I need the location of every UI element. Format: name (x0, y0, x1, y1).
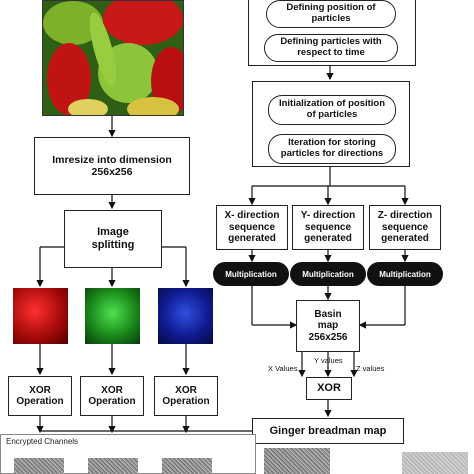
label-y-values: Y values (314, 356, 343, 365)
pill-initialization: Initialization of position of particles (268, 95, 396, 125)
green-channel-image (85, 288, 140, 344)
resize-box: Imresize into dimension 256x256 (34, 137, 190, 195)
pill-defining-time: Defining particles with respect to time (264, 34, 398, 62)
noise-image (402, 452, 468, 474)
split-box: Image splitting (64, 210, 162, 268)
x-direction-box: X- direction sequence generated (216, 205, 288, 250)
z-direction-box: Z- direction sequence generated (369, 205, 441, 250)
noise-image (264, 448, 330, 474)
basin-map-box: Basin map 256x256 (296, 300, 360, 352)
xor-box: XOR (306, 377, 352, 400)
noise-image (162, 458, 212, 474)
red-channel-image (13, 288, 68, 344)
label-z-values: Z values (356, 364, 385, 373)
multiplication-x: Multiplication (213, 262, 289, 286)
multiplication-y: Multiplication (290, 262, 366, 286)
xor-operation-red: XOR Operation (8, 376, 72, 416)
encrypted-channels-title: Encrypted Channels (6, 437, 79, 446)
pill-defining-position: Defining position of particles (266, 0, 396, 28)
multiplication-z: Multiplication (367, 262, 443, 286)
noise-image (14, 458, 64, 474)
xor-operation-blue: XOR Operation (154, 376, 218, 416)
blue-channel-image (158, 288, 213, 344)
peppers-photo (42, 0, 184, 116)
label-x-values: X Values (268, 364, 298, 373)
noise-image (88, 458, 138, 474)
xor-operation-green: XOR Operation (80, 376, 144, 416)
pill-iteration: Iteration for storing particles for dire… (268, 134, 396, 164)
y-direction-box: Y- direction sequence generated (292, 205, 364, 250)
ginger-breadman-box: Ginger breadman map (252, 418, 404, 444)
